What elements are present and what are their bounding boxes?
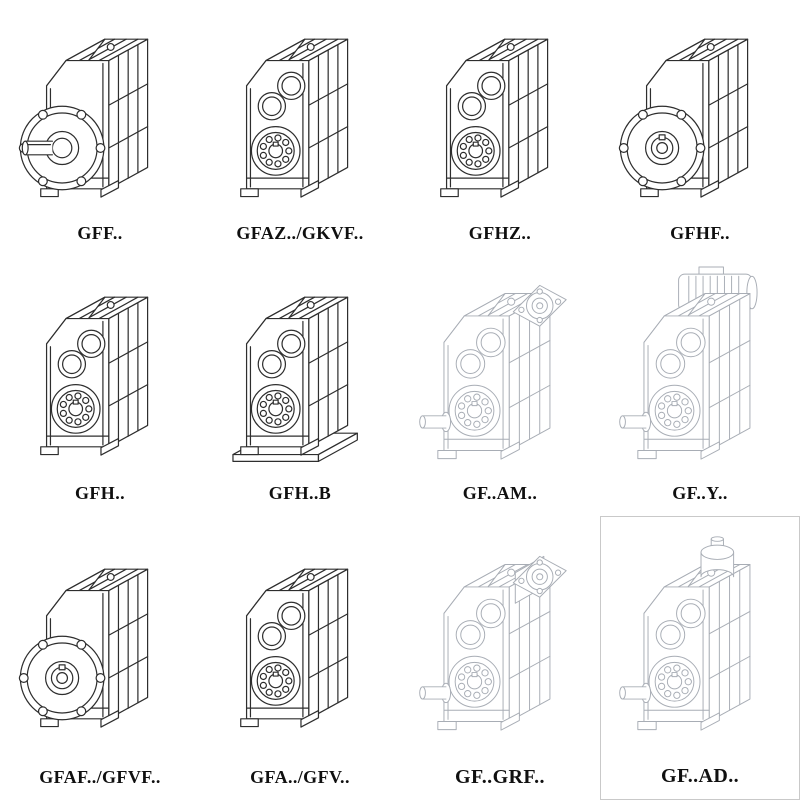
hollow-shaft-gearbox-drawing (214, 12, 386, 216)
gearmotor-with-motor-drawing (605, 265, 795, 479)
gearbox-figure (402, 260, 598, 484)
gearbox-input-adapter-drawing (605, 536, 795, 750)
flange-hollow-gearbox-drawing (614, 12, 786, 216)
flange-output-gearbox-drawing (14, 12, 186, 216)
gearbox-figure (602, 260, 798, 484)
model-label: GFH.. (75, 483, 125, 504)
hollow-shaft-gearbox-drawing (414, 12, 586, 216)
gearbox-figure (402, 520, 598, 766)
catalog-cell: GFA../GFV.. (200, 516, 400, 800)
catalog-cell: GFHZ.. (400, 0, 600, 256)
gearbox-figure (2, 260, 198, 484)
catalog-cell: GFH..B (200, 256, 400, 516)
catalog-cell: GFF.. (0, 0, 200, 256)
model-label: GFH..B (268, 483, 332, 504)
model-label: GFHF.. (670, 223, 730, 244)
catalog-cell: GF..Y.. (600, 256, 800, 516)
model-label: GFAZ../GKVF.. (236, 223, 364, 244)
hollow-shaft-gearbox-drawing (214, 542, 386, 746)
model-label: GF..GRF.. (455, 766, 545, 788)
model-label: GFA../GFV.. (250, 767, 350, 788)
gearbox-iec-input-flange-drawing (405, 265, 595, 479)
gearbox-input-flange-block-drawing (405, 536, 595, 750)
model-label: GF..Y.. (672, 483, 728, 504)
gearbox-figure (2, 4, 198, 224)
catalog-cell: GF..AD.. (600, 516, 800, 800)
catalog-cell: GFAZ../GKVF.. (200, 0, 400, 256)
model-label: GFAF../GFVF.. (39, 767, 161, 788)
gearbox-figure (202, 260, 398, 484)
model-label: GF..AD.. (660, 765, 740, 787)
gearbox-figure (602, 4, 798, 224)
shaft-mounted-gearbox-base-drawing (214, 270, 386, 474)
shaft-mounted-gearbox-drawing (14, 270, 186, 474)
catalog-cell: GFHF.. (600, 0, 800, 256)
model-label: GF..AM.. (462, 483, 538, 504)
gearbox-figure (202, 4, 398, 224)
gearbox-figure (202, 520, 398, 768)
model-label: GFF.. (77, 223, 123, 244)
catalog-cell: GFAF../GFVF.. (0, 516, 200, 800)
model-label: GFHZ.. (468, 223, 532, 244)
catalog-cell: GF..AM.. (400, 256, 600, 516)
flange-hollow-gearbox-drawing (14, 542, 186, 746)
catalog-cell: GFH.. (0, 256, 200, 516)
gearbox-figure (2, 520, 198, 768)
gearbox-figure (603, 521, 797, 765)
catalog-cell: GF..GRF.. (400, 516, 600, 800)
gearbox-figure (402, 4, 598, 224)
